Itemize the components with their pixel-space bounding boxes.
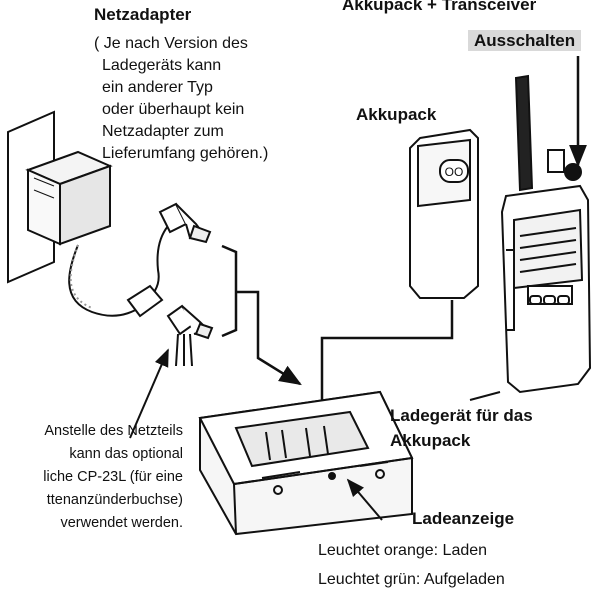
status-gruen-text: Leuchtet grün: Aufgeladen <box>318 571 505 588</box>
ausschalten-label: Ausschalten <box>468 30 582 51</box>
netzadapter-label: Netzadapter <box>94 5 192 24</box>
ladeanzeige-label: Ladeanzeige <box>412 509 515 528</box>
ladegeraet-label-line1: Ladegerät für das <box>390 406 533 425</box>
battery-pack-icon: OO <box>409 128 479 299</box>
adapter-note: ( Je nach Version des Ladegeräts kann ei… <box>94 35 269 162</box>
cp23l-note: Anstelle des Netzteils kann das optional… <box>43 423 183 531</box>
svg-text:OO: OO <box>445 165 464 179</box>
ac-adapter-icon <box>25 150 113 246</box>
ferrite-core-icon <box>126 284 164 318</box>
cp23l-plug-icon <box>166 304 214 367</box>
akkupack-transceiver-label: Akkupack + Transceiver <box>342 0 537 14</box>
battery-to-charger-line <box>313 300 454 427</box>
cp23l-arrow <box>129 348 169 439</box>
status-orange-text: Leuchtet orange: Laden <box>318 542 488 559</box>
transceiver-icon <box>500 74 592 394</box>
charger-base-icon <box>198 390 414 536</box>
connection-bracket <box>221 244 300 384</box>
akkupack-label: Akkupack <box>356 105 437 124</box>
transceiver-to-charger-line <box>469 391 501 401</box>
ladegeraet-label-line2: Akkupack <box>390 431 471 450</box>
ladeanzeige-arrow <box>346 478 383 521</box>
dc-plug-icon <box>158 202 212 244</box>
